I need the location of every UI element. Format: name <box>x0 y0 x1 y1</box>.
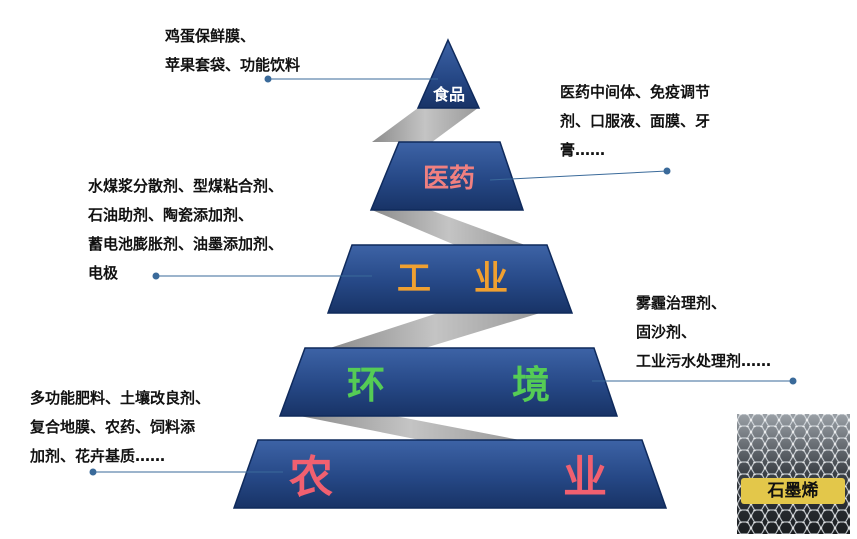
annotation-medicine-line-3: 膏…… <box>560 141 606 159</box>
leader-food <box>264 75 438 83</box>
leader-industry <box>152 272 372 280</box>
tier-environment-label-left: 环 <box>347 363 385 407</box>
tier-environment <box>278 347 619 417</box>
tier-medicine-label: 医药 <box>423 164 475 194</box>
ribbon-medicine-industry <box>372 210 525 245</box>
annotation-industry: 水煤浆分散剂、型煤粘合剂、 石油助剂、陶瓷添加剂、 蓄电池膨胀剂、油墨添加剂、 … <box>88 172 283 288</box>
leader-environment <box>592 377 797 385</box>
tier-industry-label-left: 工 <box>397 259 431 299</box>
annotation-agriculture-line-3: 加剂、花卉基质…… <box>30 447 166 465</box>
tier-industry <box>326 244 574 314</box>
tier-agriculture-label-right: 业 <box>563 452 607 503</box>
leader-agriculture <box>89 468 283 476</box>
annotation-medicine-line-2: 剂、口服液、面膜、牙 <box>560 112 711 130</box>
graphene-image: 石墨烯 <box>737 414 850 534</box>
annotation-environment-line-2: 固沙剂、 <box>636 323 697 341</box>
annotation-medicine-line-1: 医药中间体、免疫调节 <box>560 83 711 101</box>
annotation-environment: 雾霾治理剂、 固沙剂、 工业污水处理剂…… <box>636 289 771 376</box>
tier-environment-label-right: 境 <box>512 363 550 407</box>
ribbon-food-medicine <box>372 108 478 142</box>
tier-agriculture <box>232 439 668 509</box>
tier-food <box>416 38 481 109</box>
annotation-industry-line-1: 水煤浆分散剂、型煤粘合剂、 <box>88 177 284 195</box>
tier-food-label: 食品 <box>432 85 465 104</box>
annotation-food-line-1: 鸡蛋保鲜膜、 <box>165 27 256 45</box>
tier-agriculture-label-left: 农 <box>289 452 333 503</box>
annotation-environment-line-1: 雾霾治理剂、 <box>636 294 727 312</box>
tier-industry-label-right: 业 <box>474 259 508 299</box>
annotation-agriculture: 多功能肥料、土壤改良剂、 复合地膜、农药、饲料添 加剂、花卉基质…… <box>30 384 210 471</box>
tier-medicine <box>369 141 525 211</box>
graphene-label: 石墨烯 <box>741 478 845 504</box>
annotation-industry-line-2: 石油助剂、陶瓷添加剂、 <box>88 206 254 224</box>
ribbon-connectors <box>300 108 540 440</box>
annotation-industry-line-3: 蓄电池膨胀剂、油墨添加剂、 <box>88 235 284 253</box>
annotation-agriculture-line-1: 多功能肥料、土壤改良剂、 <box>30 389 211 407</box>
ribbon-environment-agriculture <box>300 416 520 440</box>
ribbon-industry-environment <box>330 313 540 348</box>
annotation-medicine: 医药中间体、免疫调节 剂、口服液、面膜、牙 膏…… <box>560 78 710 165</box>
pyramid-tiers <box>232 38 668 509</box>
annotation-food-line-2: 苹果套袋、功能饮料 <box>165 56 301 74</box>
annotation-agriculture-line-2: 复合地膜、农药、饲料添 <box>30 418 196 436</box>
annotation-industry-line-4: 电极 <box>88 264 119 282</box>
annotation-environment-line-3: 工业污水处理剂…… <box>636 352 772 370</box>
annotation-food: 鸡蛋保鲜膜、 苹果套袋、功能饮料 <box>165 22 300 80</box>
leader-medicine <box>489 167 671 181</box>
